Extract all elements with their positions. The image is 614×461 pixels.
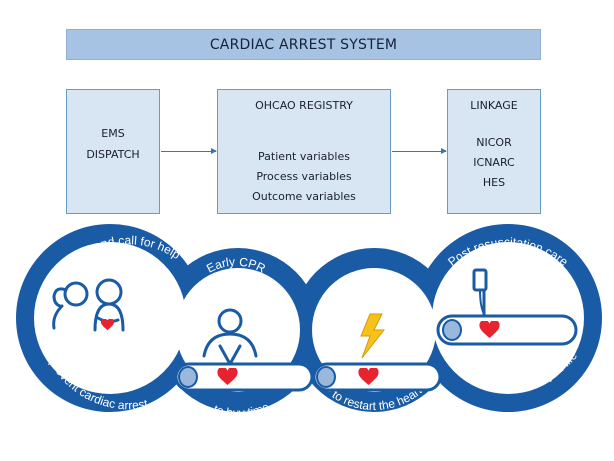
registry-heading: OHCAO REGISTRY <box>255 99 353 112</box>
ems-dispatch-box: EMS DISPATCH <box>66 89 160 214</box>
hospital-patient-icon <box>436 314 578 346</box>
linkage-heading: LINKAGE <box>470 99 518 112</box>
caption-cpr-top: Early CPR <box>204 255 268 276</box>
ohcao-registry-box: OHCAO REGISTRY Patient variables Process… <box>217 89 391 214</box>
icnarc-label: ICNARC <box>473 156 515 169</box>
system-title-bar: CARDIAC ARREST SYSTEM <box>66 29 541 60</box>
lightning-bolt-icon <box>360 313 386 359</box>
arrow-registry-to-linkage <box>392 148 447 154</box>
hes-label: HES <box>482 176 506 189</box>
cpr-patient-icon <box>174 362 314 392</box>
system-title: CARDIAC ARREST SYSTEM <box>209 36 398 53</box>
dispatch-label: DISPATCH <box>86 148 140 161</box>
ems-label: EMS <box>101 127 125 140</box>
outcome-variables: Outcome variables <box>252 190 356 203</box>
patient-variables: Patient variables <box>258 150 350 163</box>
defib-patient-icon <box>312 362 442 392</box>
process-variables: Process variables <box>256 170 352 183</box>
linkage-box: LINKAGE NICOR ICNARC HES <box>447 89 541 214</box>
caption-cpr-bottom: - to buy time <box>205 399 272 420</box>
nicor-label: NICOR <box>476 136 512 149</box>
arrow-ems-to-registry <box>161 148 217 154</box>
